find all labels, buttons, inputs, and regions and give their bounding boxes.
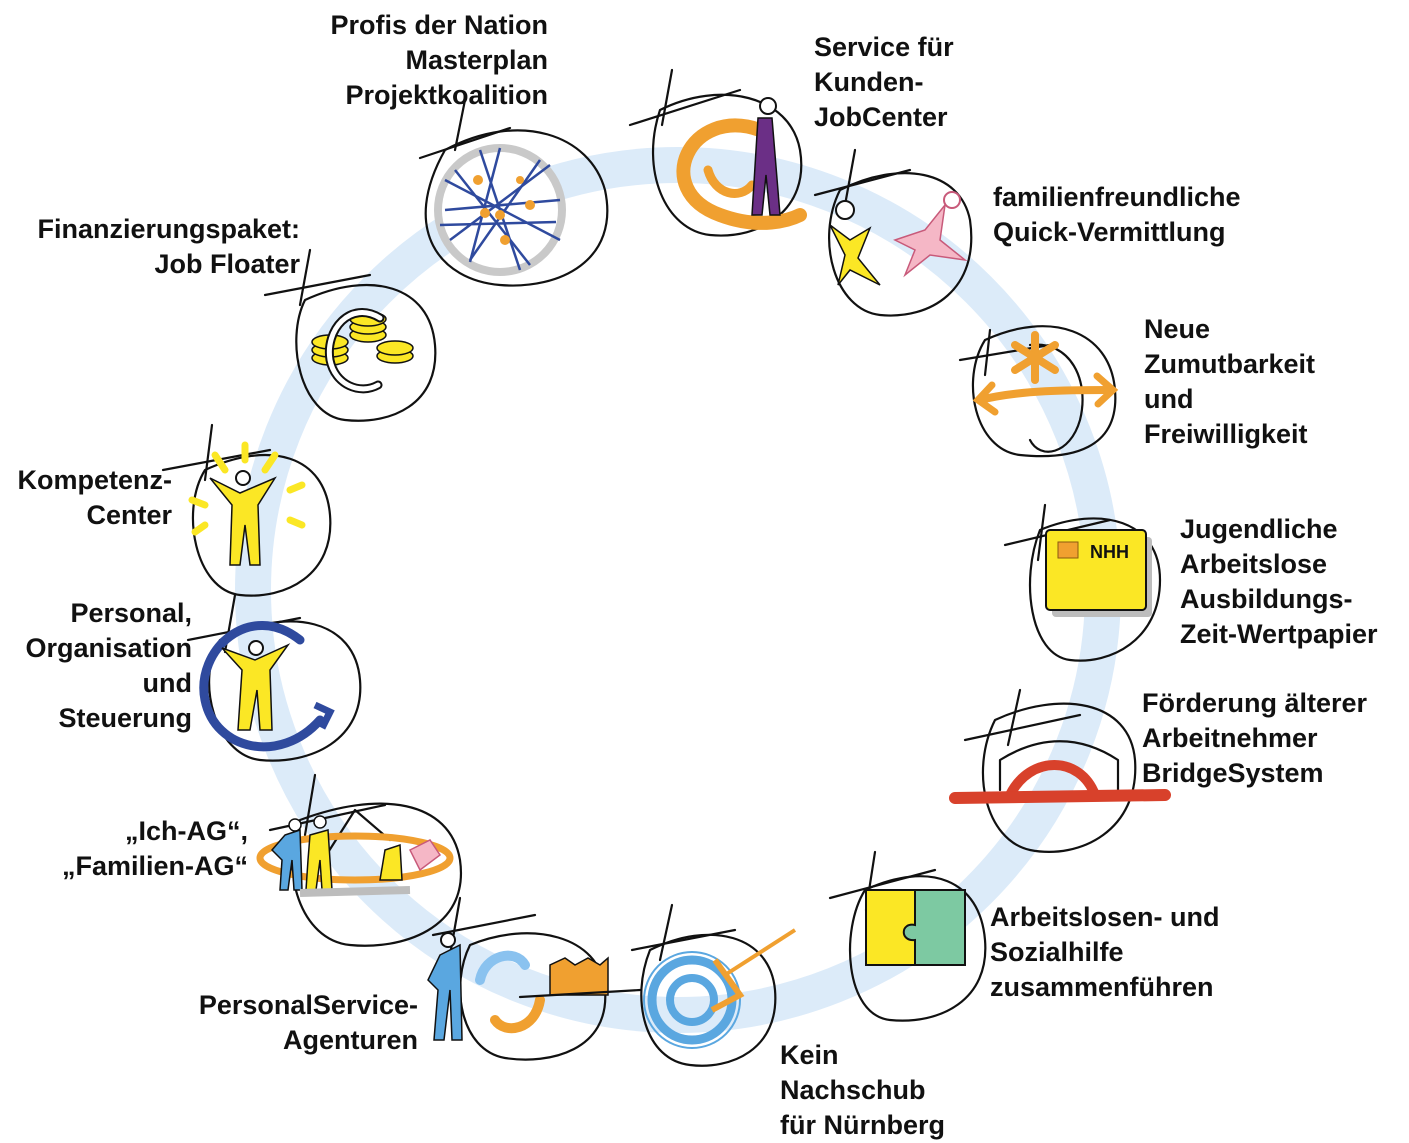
euro-coins-icon [263,248,437,422]
puzzle-icon [828,850,987,1022]
person-cycle-icon [186,593,362,762]
label-personal: Personal, Organisation und Steuerung [25,598,192,733]
radiant-person-icon [161,423,332,597]
target-icon [630,903,797,1067]
label-service: Service für Kunden- JobCenter [814,32,954,132]
label-profis: Profis der Nation Masterplan Projektkoal… [330,10,548,110]
label-sozialhilfe: Arbeitslosen- und Sozialhilfe zusammenfü… [990,902,1220,1002]
chip-card-icon: NHH [1003,503,1162,662]
family-figures-icon [813,148,973,317]
label-kompetenz: Kompetenz- Center [17,465,173,530]
card-badge: NHH [1090,542,1129,562]
ich-ag-group-icon [256,773,463,947]
label-zumutbarkeit: Neue Zumutbarkeit und Freiwilligkeit [1144,314,1316,449]
label-aeltere: Förderung älterer Arbeitnehmer BridgeSys… [1142,688,1368,788]
person-factory-icon [427,896,642,1061]
label-ichag: „Ich-AG“, „Familien-AG“ [61,816,248,881]
label-nuernberg: Kein Nachschub für Nürnberg [780,1040,945,1140]
label-finanzierung: Finanzierungspaket: Job Floater [37,214,300,279]
label-familie: familienfreundliche Quick-Vermittlung [993,182,1241,247]
network-icon [418,98,609,287]
asterisk-arrow-icon [958,325,1119,458]
label-psa: PersonalService- Agenturen [198,990,418,1055]
jobcenter-person-icon [628,68,807,237]
label-jugendliche: Jugendliche Arbeitslose Ausbildungs- Zei… [1180,514,1378,649]
bridge-icon [949,688,1171,853]
